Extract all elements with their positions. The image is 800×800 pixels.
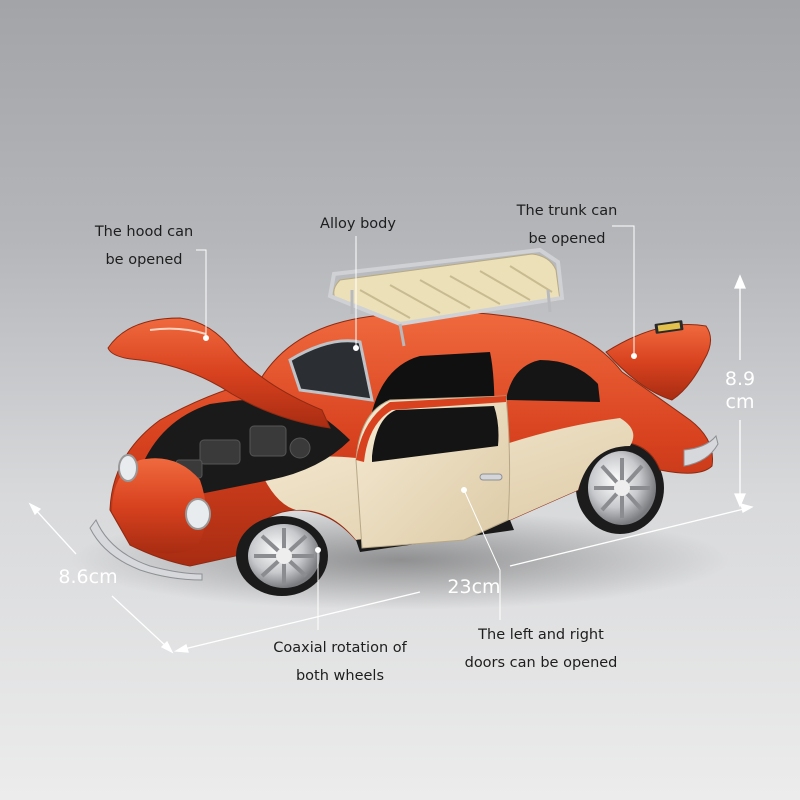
height-dimension: 8.9 cm <box>716 368 764 414</box>
trunk-callout-line1: The trunk can <box>516 203 618 219</box>
doors-callout-line1: The left and right <box>478 627 604 643</box>
headlight-right <box>118 454 138 482</box>
trunk-callout: The trunk can be opened <box>506 197 628 253</box>
hood-callout: The hood can be opened <box>84 218 204 274</box>
roof-rack <box>327 247 565 347</box>
wheels-callout: Coaxial rotation of both wheels <box>262 634 418 690</box>
height-value: 8.9 <box>724 368 756 390</box>
front-left-wheel <box>236 516 328 596</box>
front-bumper <box>89 519 203 581</box>
hood-lid <box>107 317 331 429</box>
wheels-callout-line2: both wheels <box>295 668 385 684</box>
body-callout: Alloy body <box>304 210 412 238</box>
rear-bumper <box>683 434 719 467</box>
door-handle <box>479 473 503 481</box>
width-dimension: 8.6cm <box>58 566 118 588</box>
doors-callout: The left and right doors can be opened <box>456 621 626 677</box>
dimension-arrows <box>28 274 754 654</box>
trunk-callout-line2: be opened <box>528 231 606 247</box>
headlight-left <box>185 498 211 530</box>
length-dimension: 23cm <box>447 576 501 598</box>
rear-right-wheel <box>576 442 664 534</box>
hood-callout-line2: be opened <box>105 252 183 268</box>
front-fender <box>112 458 207 554</box>
doors-callout-line2: doors can be opened <box>464 655 618 671</box>
rear-side-window <box>506 360 600 402</box>
hood-callout-line1: The hood can <box>94 224 194 240</box>
body-callout-line1: Alloy body <box>320 216 396 232</box>
height-unit: cm <box>725 391 755 413</box>
windshield <box>288 339 374 402</box>
callout-leaders <box>196 225 637 630</box>
wheels-callout-line1: Coaxial rotation of <box>273 640 407 656</box>
